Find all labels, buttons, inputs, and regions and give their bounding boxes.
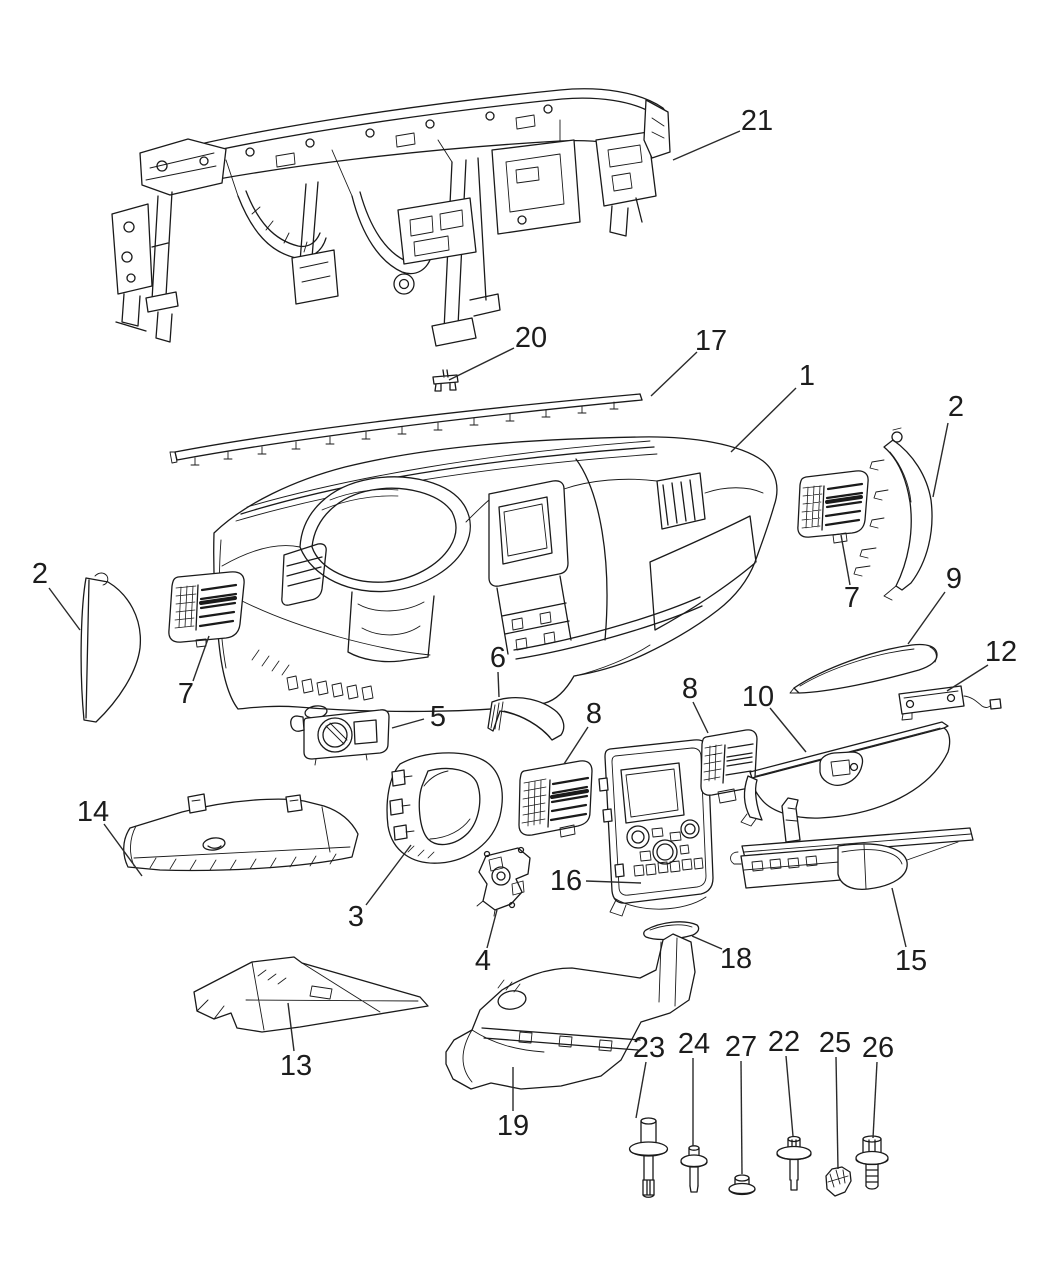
callout-label-15-19: 15 xyxy=(895,945,927,977)
callout-leader-21-0 xyxy=(672,130,741,161)
callout-label-7-7: 7 xyxy=(844,582,860,614)
callout-label-20-1: 20 xyxy=(515,322,547,354)
part-12-lamp-module xyxy=(898,685,1002,721)
callout-label-18-18: 18 xyxy=(720,943,752,975)
fastener-22-stud xyxy=(776,1135,812,1191)
part-1-instrument-panel xyxy=(213,436,778,719)
part-19-lower-center-panel xyxy=(445,933,696,1090)
part-7-left-vent xyxy=(168,571,245,648)
callout-leader-26-28 xyxy=(872,1061,878,1139)
callout-leader-2-4 xyxy=(932,422,949,498)
callout-label-27-25: 27 xyxy=(725,1031,757,1063)
callout-leader-6-10 xyxy=(497,671,500,698)
callout-leader-9-8 xyxy=(907,591,946,645)
callout-label-14-20: 14 xyxy=(77,796,109,828)
callout-label-23-23: 23 xyxy=(633,1032,665,1064)
callout-leader-2-5 xyxy=(48,587,81,631)
callout-leader-25-27 xyxy=(835,1056,839,1170)
callout-leader-8-12 xyxy=(563,726,589,765)
callout-label-16-15: 16 xyxy=(550,865,582,897)
part-16-center-stack-bezel xyxy=(598,739,714,917)
fastener-24-screw xyxy=(680,1145,708,1193)
callout-leader-27-25 xyxy=(740,1060,743,1175)
callout-leader-20-1 xyxy=(448,347,515,381)
part-7-right-vent xyxy=(797,470,869,544)
callout-leader-12-9 xyxy=(946,664,989,692)
callout-label-9-8: 9 xyxy=(946,563,962,595)
part-10-glovebox-door xyxy=(740,721,951,827)
part-9-glovebox-upper-trim xyxy=(789,643,938,694)
callout-label-22-26: 22 xyxy=(768,1026,800,1058)
callout-label-17-2: 17 xyxy=(695,325,727,357)
part-13-insulator xyxy=(193,956,429,1033)
callout-leader-16-15 xyxy=(585,880,642,884)
callout-label-4-17: 4 xyxy=(475,945,491,977)
callout-label-19-22: 19 xyxy=(497,1110,529,1142)
part-21-structural-frame xyxy=(111,88,671,347)
callout-label-6-10: 6 xyxy=(490,642,506,674)
part-17-defroster-trim xyxy=(169,393,643,466)
callout-label-10-14: 10 xyxy=(742,681,774,713)
callout-label-24-24: 24 xyxy=(678,1028,710,1060)
callout-leader-17-2 xyxy=(650,351,698,397)
callout-label-13-21: 13 xyxy=(280,1050,312,1082)
callout-leader-10-14 xyxy=(769,707,807,753)
callout-leader-22-26 xyxy=(785,1055,794,1137)
part-18-trim-strip xyxy=(643,921,700,941)
part-3-column-shroud xyxy=(386,752,503,864)
callout-leader-14-20 xyxy=(103,823,143,877)
callout-label-3-16: 3 xyxy=(348,901,364,933)
callout-label-25-27: 25 xyxy=(819,1027,851,1059)
callout-label-2-5: 2 xyxy=(32,558,48,590)
part-2-left-end-cap xyxy=(80,572,142,723)
callout-label-7-6: 7 xyxy=(178,678,194,710)
callout-label-26-28: 26 xyxy=(862,1032,894,1064)
callout-label-12-9: 12 xyxy=(985,636,1017,668)
callout-label-8-12: 8 xyxy=(586,698,602,730)
callout-label-2-4: 2 xyxy=(948,391,964,423)
fastener-23-push-bolt xyxy=(628,1117,669,1198)
fastener-25-clip xyxy=(825,1166,852,1197)
part-4-bracket xyxy=(476,846,531,917)
part-8-right-center-vent xyxy=(700,729,758,804)
part-15-lower-right-panel xyxy=(730,797,974,890)
callout-leader-8-13 xyxy=(692,701,709,734)
part-20-clip xyxy=(432,369,459,392)
fastener-27-nut xyxy=(728,1174,756,1196)
callout-leader-5-11 xyxy=(391,718,425,729)
callout-leader-18-18 xyxy=(691,935,723,950)
callout-leader-3-16 xyxy=(365,844,412,906)
callout-leader-23-23 xyxy=(635,1061,647,1119)
callout-leader-1-3 xyxy=(730,387,797,453)
callout-leader-7-6 xyxy=(192,635,210,682)
callout-leader-4-17 xyxy=(486,909,498,949)
fastener-26-bolt xyxy=(855,1135,889,1190)
part-8-left-center-vent xyxy=(518,760,593,838)
callout-label-5-11: 5 xyxy=(430,701,446,733)
callout-label-1-3: 1 xyxy=(799,360,815,392)
callout-label-8-13: 8 xyxy=(682,673,698,705)
callout-leader-7-7 xyxy=(840,534,851,586)
callout-leader-15-19 xyxy=(891,887,907,948)
part-2-right-end-cap xyxy=(853,427,933,601)
part-5-switch-pod xyxy=(290,709,390,766)
part-6-column-trim xyxy=(487,697,565,741)
callout-label-21-0: 21 xyxy=(741,105,773,137)
callout-leader-13-21 xyxy=(287,1002,295,1052)
